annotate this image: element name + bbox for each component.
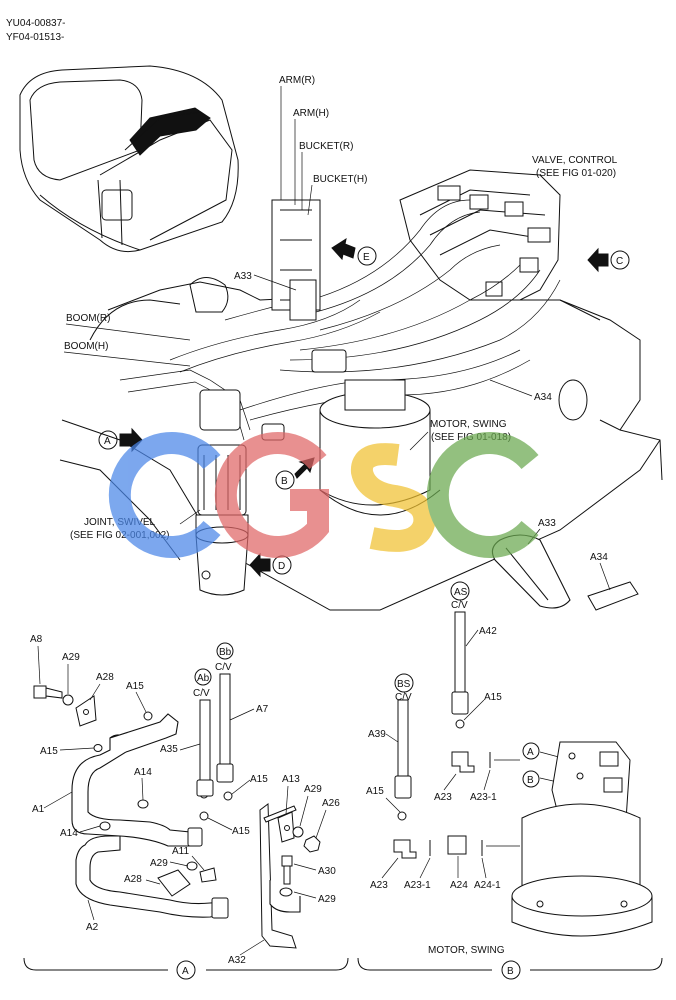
part-label-a11: A11: [172, 846, 189, 857]
detail-b: AS C/V A42 BS C/V A15 A39 A23 A23-1 A B …: [357, 581, 663, 980]
part-label-a26: A26: [322, 798, 340, 809]
part-label-a15b: A15: [40, 746, 58, 757]
part-label-a23-1a: A23-1: [470, 792, 497, 803]
part-label-a2: A2: [86, 922, 99, 933]
part-label-a15d: A15: [232, 826, 250, 837]
part-label-a1: A1: [32, 804, 45, 815]
part-label-a39: A39: [368, 729, 386, 740]
detail-a: A8 A29 A28 A15 Bb C/V Ab C/V A7 A35 A15 …: [23, 634, 349, 980]
view-arrow-e: E: [331, 237, 377, 266]
part-label-bs: BS: [397, 679, 411, 690]
part-label-a8: A8: [30, 634, 43, 645]
part-label-a7: A7: [256, 704, 269, 715]
view-arrow-c: C: [587, 247, 630, 273]
label-valve-control: VALVE, CONTROL: [532, 155, 618, 166]
detail-b-title: B: [507, 966, 514, 977]
part-label-a15c: A15: [250, 774, 268, 785]
part-label-a32: A32: [228, 955, 246, 966]
label-bucket-r: BUCKET(R): [299, 141, 353, 152]
doc-code-1: YU04-00837-: [6, 18, 65, 29]
part-label-a15e: A15: [484, 692, 502, 703]
view-arrow-d: D: [249, 552, 292, 578]
part-label-a13: A13: [282, 774, 300, 785]
label-arm-h: ARM(H): [293, 108, 329, 119]
part-label-a29c: A29: [150, 858, 168, 869]
main-assembly: ARM(R) ARM(H) BUCKET(R) BUCKET(H) VALVE,…: [59, 75, 663, 611]
watermark-letter: [108, 432, 221, 558]
watermark: [108, 432, 539, 558]
part-label-cv1: C/V: [215, 662, 232, 673]
label-a33-low: A33: [538, 518, 556, 529]
part-label-a28a: A28: [96, 672, 114, 683]
label-joint-ref: (SEE FIG 02-001,002): [70, 530, 170, 541]
label-a33-top: A33: [234, 271, 252, 282]
label-valve-ref: (SEE FIG 01-020): [536, 168, 616, 179]
part-label-cv2: C/V: [193, 688, 210, 699]
motor-swing-label: MOTOR, SWING: [428, 945, 505, 956]
part-label-a30: A30: [318, 866, 336, 877]
label-bucket-h: BUCKET(H): [313, 174, 367, 185]
view-letter-b: B: [281, 476, 288, 487]
view-letter-d: D: [278, 561, 285, 572]
part-label-a28b: A28: [124, 874, 142, 885]
label-motor-swing: MOTOR, SWING: [430, 419, 507, 430]
part-label-a29b: A29: [304, 784, 322, 795]
part-label-cv3: C/V: [451, 600, 468, 611]
part-label-ab: Ab: [197, 673, 210, 684]
part-label-as: AS: [454, 587, 468, 598]
part-label-a23b: A23: [370, 880, 388, 891]
part-label-a15a: A15: [126, 681, 144, 692]
part-label-a23-1b: A23-1: [404, 880, 431, 891]
part-label-a14b: A14: [60, 828, 78, 839]
part-label-tag-b: B: [527, 775, 534, 786]
part-label-a35: A35: [160, 744, 178, 755]
part-label-tag-a: A: [527, 747, 534, 758]
part-label-a15f: A15: [366, 786, 384, 797]
label-arm-r: ARM(R): [279, 75, 315, 86]
doc-code-2: YF04-01513-: [6, 32, 64, 43]
label-a34-mid: A34: [534, 392, 552, 403]
label-boom-r: BOOM(R): [66, 313, 110, 324]
part-label-a24-1: A24-1: [474, 880, 501, 891]
part-label-a23a: A23: [434, 792, 452, 803]
label-boom-h: BOOM(H): [64, 341, 108, 352]
watermark-letter: [350, 443, 436, 552]
part-label-bb: Bb: [219, 647, 232, 658]
part-label-cv4: C/V: [395, 692, 412, 703]
part-label-a24: A24: [450, 880, 468, 891]
excavator-inset: [19, 65, 239, 253]
watermark-letter: [426, 432, 539, 558]
detail-a-title: A: [182, 966, 189, 977]
view-letter-c: C: [616, 256, 623, 267]
label-a34-low: A34: [590, 552, 608, 563]
part-label-a42: A42: [479, 626, 497, 637]
view-letter-e: E: [363, 252, 370, 263]
part-label-a14a: A14: [134, 767, 152, 778]
view-letter-a: A: [104, 436, 111, 447]
part-label-a29d: A29: [318, 894, 336, 905]
part-label-a29a: A29: [62, 652, 80, 663]
watermark-letter: [214, 432, 329, 558]
